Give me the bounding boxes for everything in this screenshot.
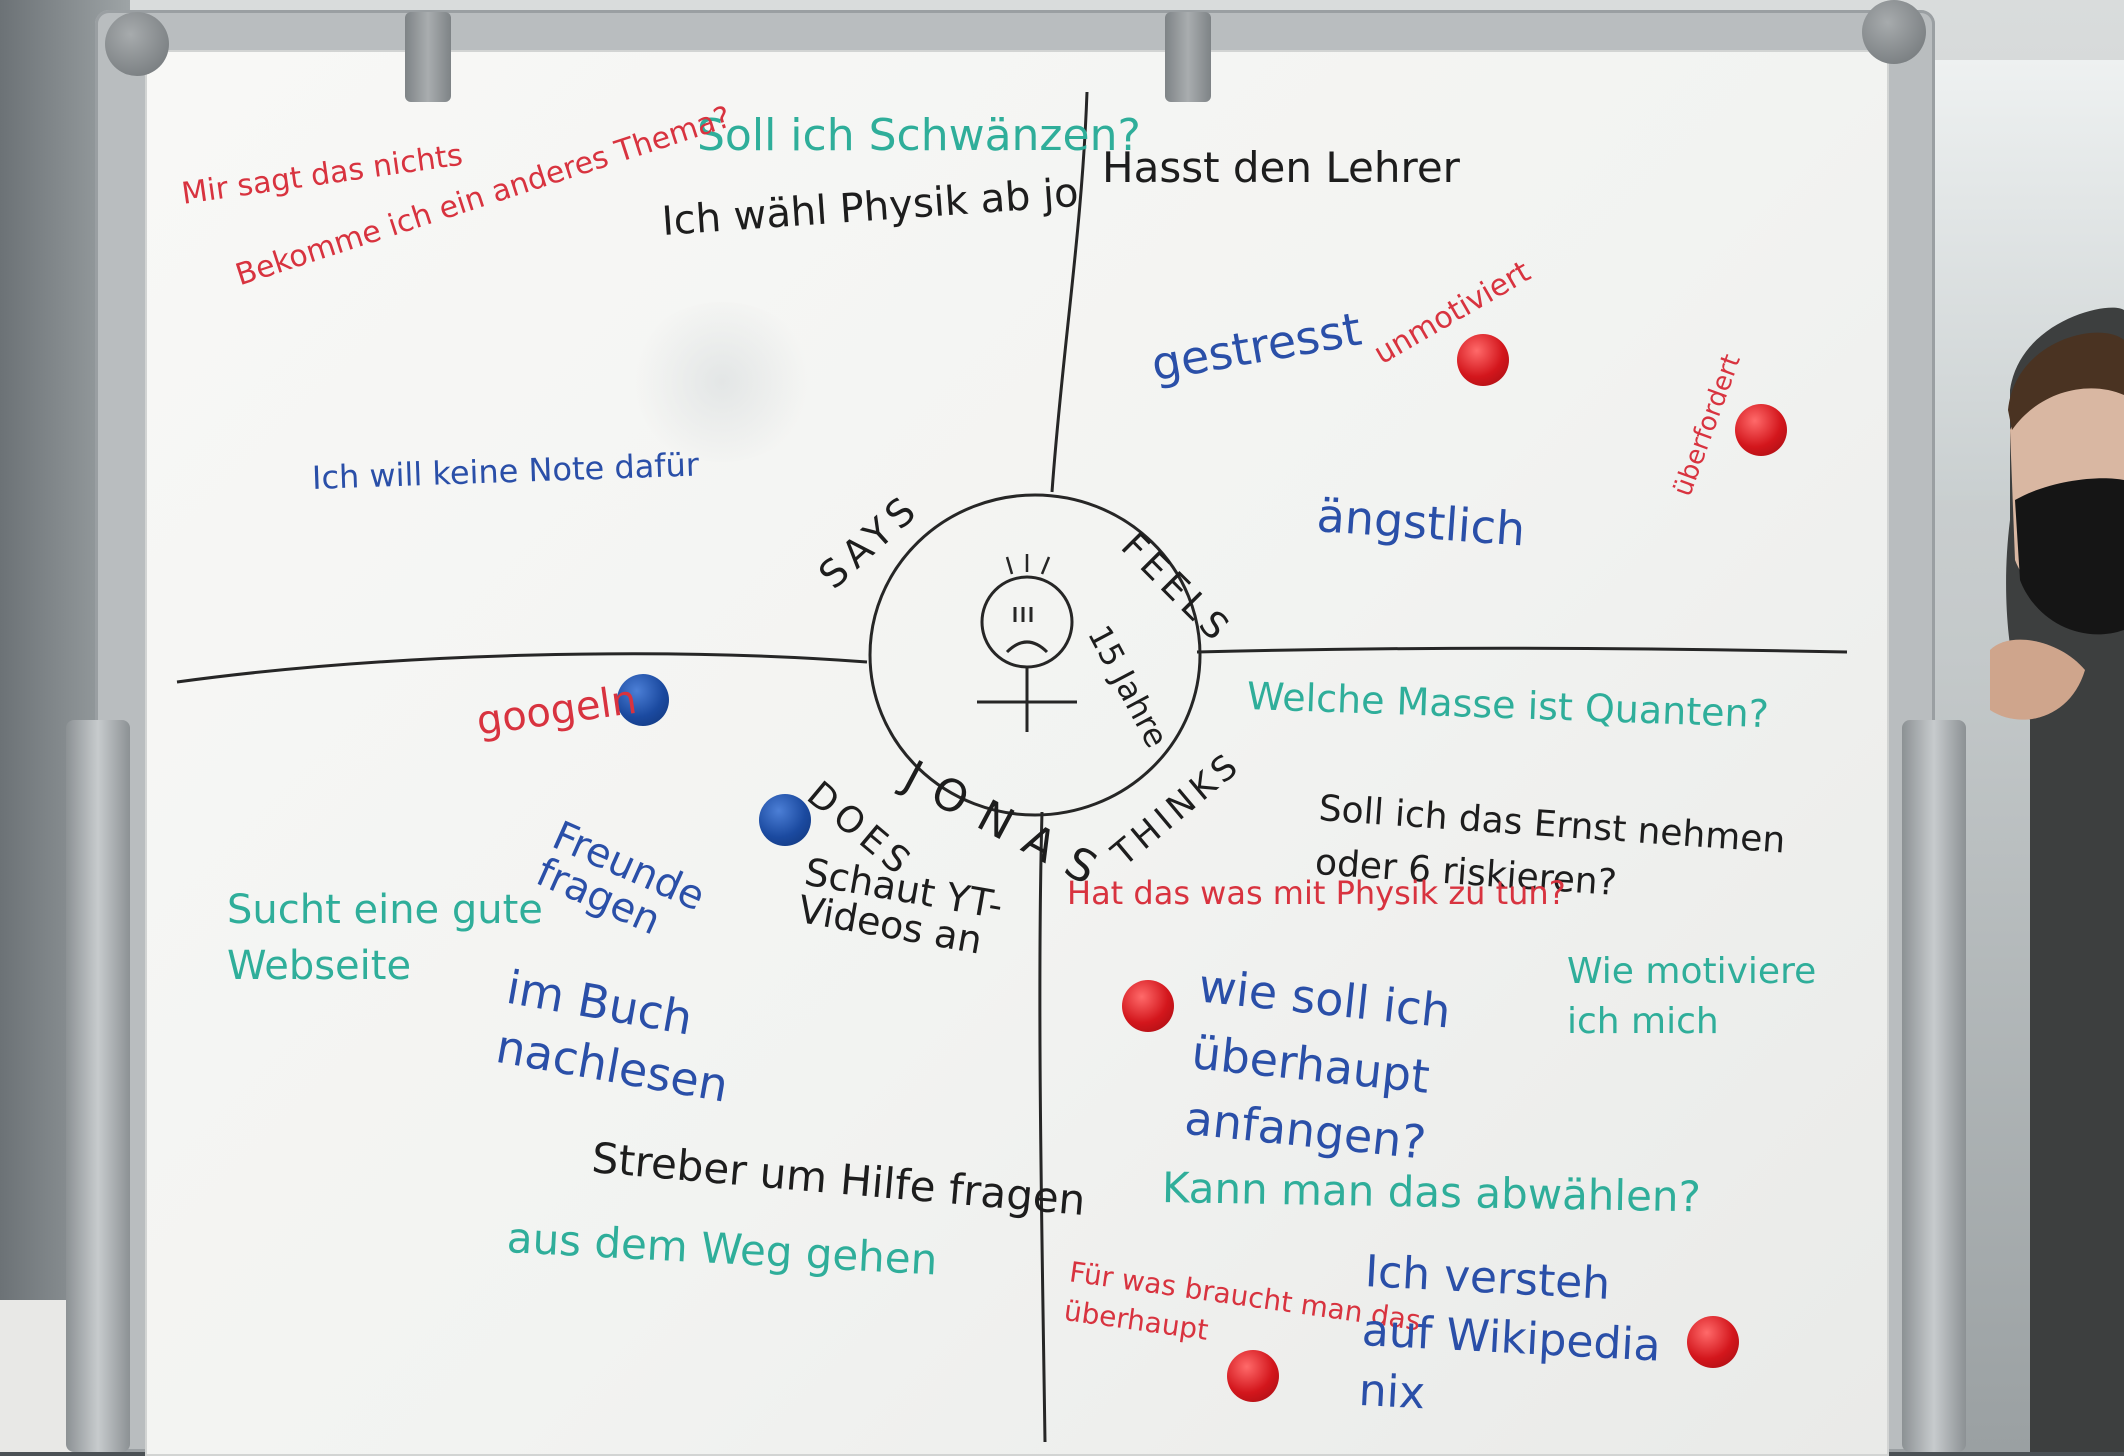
red-magnet[interactable] — [1735, 404, 1787, 456]
note-thinks: Wie motiviere ich mich — [1567, 951, 1817, 1043]
sad-face-icon — [980, 575, 1074, 669]
whiteboard-left-stand — [66, 720, 130, 1452]
note-feels: ängstlich — [1315, 488, 1527, 557]
whiteboard-right-stand — [1902, 720, 1966, 1452]
frame-corner-cap — [1862, 0, 1926, 64]
board-clamp — [405, 12, 451, 102]
note-says: Soll ich Schwänzen? — [697, 110, 1141, 161]
light-glare — [627, 302, 817, 462]
blue-magnet[interactable] — [617, 674, 669, 726]
red-magnet[interactable] — [1457, 334, 1509, 386]
board-clamp — [1165, 12, 1211, 102]
persona-circle — [868, 493, 1202, 817]
person-with-mask — [1990, 307, 2124, 1452]
note-thinks: Ich versteh auf Wikipedia nix — [1357, 1246, 1662, 1420]
red-magnet[interactable] — [1227, 1350, 1279, 1402]
frame-corner-cap — [105, 12, 169, 76]
blue-magnet[interactable] — [759, 794, 811, 846]
note-thinks: Kann man das abwählen? — [1161, 1163, 1702, 1222]
red-magnet[interactable] — [1122, 980, 1174, 1032]
note-feels: Hasst den Lehrer — [1102, 143, 1460, 192]
note-does: Sucht eine gute Webseite — [227, 887, 543, 989]
whiteboard: SAYS FEELS DOES THINKS JONAS 15 Jahre So… — [145, 50, 1889, 1456]
empathy-map-lines — [176, 91, 1848, 1443]
red-magnet[interactable] — [1687, 1316, 1739, 1368]
note-thinks: Hat das was mit Physik zu tun? — [1067, 874, 1566, 912]
